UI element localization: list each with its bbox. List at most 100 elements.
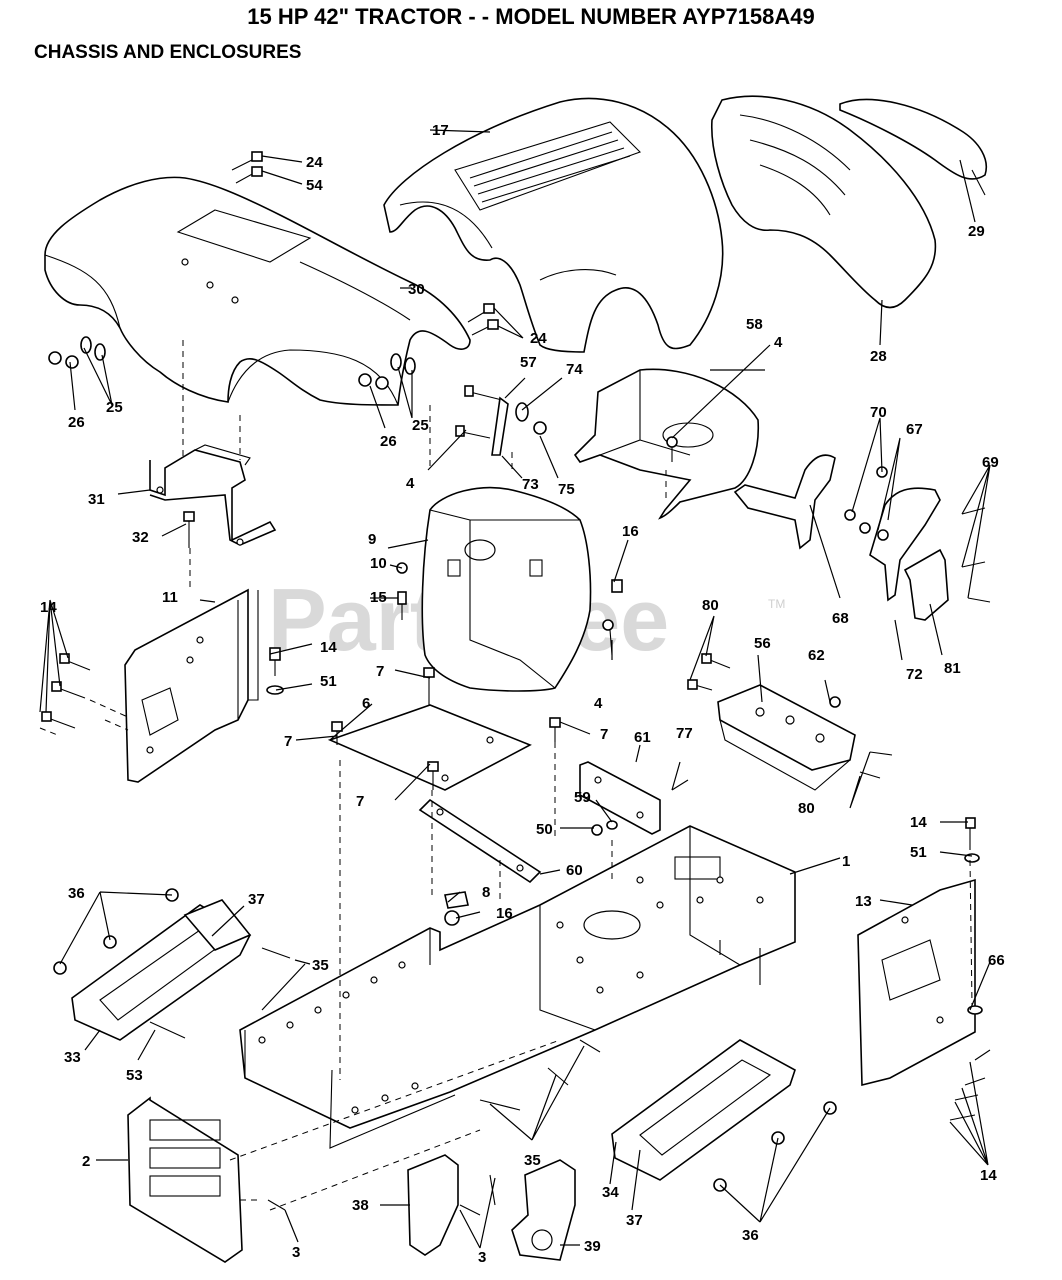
callout-25: 25 [106, 399, 123, 416]
part-link-73 [455, 385, 547, 456]
callout-33: 33 [64, 1049, 81, 1066]
callout-7: 7 [284, 733, 292, 750]
callout-51: 51 [910, 844, 927, 861]
part-bolts-80 [687, 653, 893, 779]
callout-14: 14 [980, 1167, 997, 1184]
frame-hole [696, 896, 704, 904]
callout-17: 17 [432, 122, 449, 139]
part-clip-8 [444, 891, 469, 926]
callout-8: 8 [482, 884, 490, 901]
callout-31: 31 [88, 491, 105, 508]
callout-62: 62 [808, 647, 825, 664]
part-dash-panel [421, 486, 592, 692]
callout-7: 7 [600, 726, 608, 743]
callout-70: 70 [870, 404, 887, 421]
part-brackets-67-68 [733, 454, 991, 621]
part-bolt-32 [183, 511, 195, 548]
callout-28: 28 [870, 348, 887, 365]
callout-9: 9 [368, 531, 376, 548]
callout-4: 4 [774, 334, 783, 351]
part-bracket-31 [149, 444, 277, 546]
callout-26: 26 [68, 414, 85, 431]
part-side-panel-13 [857, 878, 983, 1087]
part-grille [711, 95, 987, 309]
callout-13: 13 [855, 893, 872, 910]
frame-hole [381, 1094, 389, 1102]
callout-14: 14 [320, 639, 337, 656]
part-bracket-61 [579, 761, 661, 835]
callout-35: 35 [524, 1152, 541, 1169]
callout-24: 24 [530, 330, 547, 347]
callout-34: 34 [602, 1184, 619, 1201]
callout-60: 60 [566, 862, 583, 879]
part-plate-56 [717, 684, 856, 791]
callout-75: 75 [558, 481, 575, 498]
callout-25: 25 [412, 417, 429, 434]
callout-74: 74 [566, 361, 583, 378]
callout-1: 1 [842, 853, 850, 870]
frame-hole [286, 1021, 294, 1029]
callout-77: 77 [676, 725, 693, 742]
part-footrest-left [53, 888, 291, 1041]
callout-2: 2 [82, 1153, 90, 1170]
callout-81: 81 [944, 660, 961, 677]
callout-72: 72 [906, 666, 923, 683]
callout-53: 53 [126, 1067, 143, 1084]
frame-hole [342, 991, 350, 999]
callout-36: 36 [68, 885, 85, 902]
callout-32: 32 [132, 529, 149, 546]
callout-57: 57 [520, 354, 537, 371]
callout-3: 3 [478, 1249, 486, 1266]
callout-10: 10 [370, 555, 387, 572]
callout-73: 73 [522, 476, 539, 493]
part-plate-6 [327, 667, 561, 791]
callout-58: 58 [746, 316, 763, 333]
callout-56: 56 [754, 635, 771, 652]
callout-37: 37 [626, 1212, 643, 1229]
part-hood [383, 97, 724, 353]
part-nuts-washers [48, 336, 416, 390]
frame-hole [756, 896, 764, 904]
callout-24: 24 [306, 154, 323, 171]
callout-68: 68 [832, 610, 849, 627]
frame-hole [596, 986, 604, 994]
callout-61: 61 [634, 729, 651, 746]
callout-4: 4 [594, 695, 603, 712]
callout-4: 4 [406, 475, 415, 492]
frame-hole [398, 961, 406, 969]
frame-hole [411, 1082, 419, 1090]
callout-59: 59 [574, 789, 591, 806]
callout-14: 14 [40, 599, 57, 616]
callout-51: 51 [320, 673, 337, 690]
callout-7: 7 [376, 663, 384, 680]
part-bracket-38 [407, 1154, 481, 1256]
callout-66: 66 [988, 952, 1005, 969]
callout-36: 36 [742, 1227, 759, 1244]
frame-hole [314, 1006, 322, 1014]
page-title: 15 HP 42" TRACTOR - - MODEL NUMBER AYP71… [247, 4, 815, 29]
callout-54: 54 [306, 177, 323, 194]
callout-6: 6 [362, 695, 370, 712]
callout-69: 69 [982, 454, 999, 471]
frame-hole [370, 976, 378, 984]
callout-39: 39 [584, 1238, 601, 1255]
frame-hole [656, 901, 664, 909]
part-bolt-14-right-top [949, 817, 991, 1121]
frame-hole [576, 956, 584, 964]
frame-hole [258, 1036, 266, 1044]
frame-hole [351, 1106, 359, 1114]
callout-7: 7 [356, 793, 364, 810]
callout-14: 14 [910, 814, 927, 831]
callout-15: 15 [370, 589, 387, 606]
frame-hole [636, 971, 644, 979]
callout-16: 16 [496, 905, 513, 922]
watermark-trademark: TM [768, 597, 785, 611]
part-bolts-14-left [41, 653, 91, 729]
callout-38: 38 [352, 1197, 369, 1214]
part-bracket-39 [489, 1159, 576, 1261]
callout-29: 29 [968, 223, 985, 240]
callout-37: 37 [248, 891, 265, 908]
callout-26: 26 [380, 433, 397, 450]
part-main-frame [239, 825, 796, 1149]
